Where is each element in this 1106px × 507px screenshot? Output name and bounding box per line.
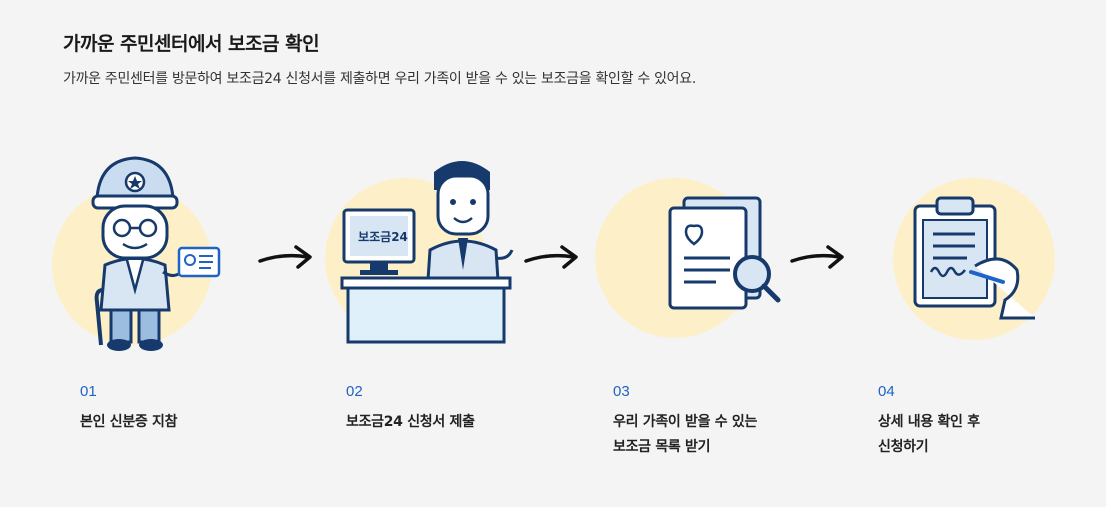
step-3-label: 우리 가족이 받을 수 있는 보조금 목록 받기 <box>613 414 758 455</box>
arrow-right-icon <box>790 245 844 269</box>
step-2-number: 02 <box>346 383 363 400</box>
step-3-number: 03 <box>613 383 630 400</box>
page-subtitle: 가까운 주민센터를 방문하여 보조금24 신청서를 제출하면 우리 가족이 받을… <box>63 71 696 87</box>
monitor-screen-label: 보조금24 <box>358 230 408 244</box>
step-1-label: 본인 신분증 지참 <box>80 414 178 430</box>
elderly-with-id-illustration <box>91 156 221 351</box>
service-desk-illustration <box>340 161 514 344</box>
document-magnifier-illustration <box>668 196 781 310</box>
arrow-right-icon <box>258 245 312 269</box>
step-4-number: 04 <box>878 383 895 400</box>
page-title: 가까운 주민센터에서 보조금 확인 <box>63 33 320 55</box>
arrow-right-icon <box>524 245 578 269</box>
step-4-label: 상세 내용 확인 후 신청하기 <box>878 414 980 455</box>
clipboard-signature-illustration <box>913 196 1035 320</box>
step-2-label: 보조금24 신청서 제출 <box>346 414 475 430</box>
step-1-number: 01 <box>80 383 97 400</box>
